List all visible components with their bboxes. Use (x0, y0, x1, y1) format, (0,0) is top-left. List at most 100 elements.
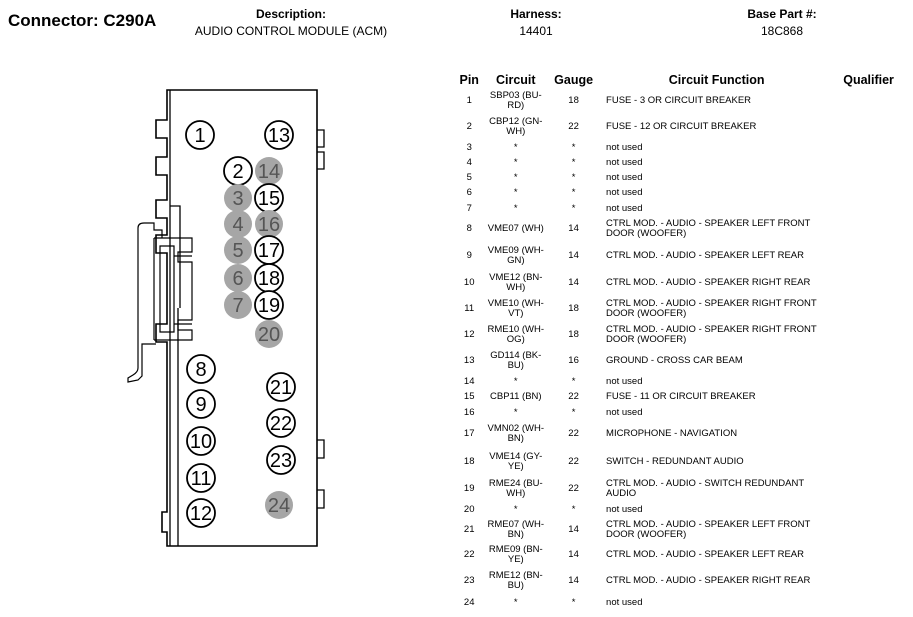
description-block: Description: AUDIO CONTROL MODULE (ACM) (175, 6, 407, 40)
pin-cell: 6 (466, 187, 472, 198)
connector-pin-label: 6 (232, 268, 243, 290)
circuit-cell: * (513, 202, 518, 214)
connector-pin-label: 18 (258, 268, 280, 290)
gauge-cell: 22 (568, 120, 579, 132)
circuit-cell: VME07 (WH) (487, 223, 544, 234)
table-row: 7**not used (452, 201, 913, 216)
connector-pin-13: 13 (264, 120, 294, 150)
connector-pin-circle (224, 236, 252, 264)
connector-pin-11: 11 (186, 463, 216, 493)
connector-pin-label: 14 (258, 161, 280, 183)
gauge-cell: * (571, 503, 576, 515)
connector-pin-circle (224, 264, 252, 292)
function-cell: FUSE - 3 OR CIRCUIT BREAKER (606, 94, 752, 106)
pin-cell: 12 (463, 329, 475, 340)
qualifier-cell (831, 448, 913, 475)
gauge-cell: 22 (568, 455, 579, 467)
gauge-cell: 14 (568, 249, 579, 261)
gauge-cell: 14 (568, 523, 579, 535)
pin-cell: 2 (466, 120, 472, 132)
gauge-cell: * (571, 171, 576, 183)
pin-cell: 17 (463, 428, 475, 439)
base-part-block: Base Part #: 18C868 (722, 6, 842, 40)
connector-pin-label: 2 (232, 161, 243, 183)
connector-pin-3: 3 (224, 184, 252, 212)
qualifier-cell (831, 348, 913, 374)
pin-cell: 4 (466, 156, 472, 168)
circuit-cell: * (513, 596, 518, 608)
circuit-cell: RME12 (BN-BU) (488, 570, 543, 591)
connector-pin-21: 21 (266, 372, 296, 402)
connector-pin-19: 19 (254, 290, 284, 320)
gauge-cell: 18 (568, 303, 579, 314)
pin-cell: 9 (466, 249, 472, 261)
function-cell: CTRL MOD. - AUDIO - SPEAKER RIGHT FRONT … (606, 298, 817, 319)
circuit-cell: * (513, 171, 518, 183)
function-cell: not used (606, 503, 643, 515)
qualifier-cell (831, 201, 913, 216)
connector-pin-label: 3 (232, 188, 243, 210)
qualifier-cell (831, 216, 913, 242)
circuit-cell: VME12 (BN-WH) (489, 271, 543, 293)
function-cell: not used (606, 156, 643, 168)
qualifier-cell (831, 113, 913, 140)
pin-cell: 24 (463, 596, 475, 608)
table-row: 21 RME07 (WH-BN) 14 CTRL MOD. - AUDIO - SPE… (452, 517, 913, 542)
function-cell: SWITCH - REDUNDANT AUDIO (606, 455, 744, 467)
connector-pin-label: 5 (232, 240, 243, 262)
connector-pin-circle (266, 445, 296, 475)
qualifier-cell (831, 155, 913, 170)
pin-cell: 19 (463, 482, 475, 494)
pin-cell: 13 (463, 355, 475, 366)
qualifier-cell (831, 170, 913, 185)
circuit-cell: RME10 (WH-OG) (487, 324, 545, 345)
qualifier-cell (831, 296, 913, 322)
connector-pin-14: 14 (255, 157, 283, 185)
col-header-circuit-function: Circuit Function (668, 72, 765, 87)
connector-pin-circle (255, 157, 283, 185)
pin-table: Pin Circuit Gauge Circuit Function Quali… (452, 71, 913, 611)
qualifier-cell (831, 242, 913, 269)
harness-label: Harness: (510, 7, 562, 21)
connector-pin-circle (266, 408, 296, 438)
base-part-value: 18C868 (760, 24, 804, 38)
connector-pin-circle (254, 290, 284, 320)
pin-cell: 18 (463, 455, 475, 467)
table-row: 20**not used (452, 502, 913, 517)
circuit-cell: GD114 (BK-BU) (490, 350, 542, 371)
qualifier-cell (831, 374, 913, 389)
gauge-cell: 14 (568, 549, 579, 560)
qualifier-cell (831, 568, 913, 594)
connector-title: Connector: C290A (8, 11, 157, 30)
connector-pin-circle (186, 426, 216, 456)
circuit-cell: VME10 (WH-VT) (487, 298, 544, 319)
pin-cell: 21 (463, 523, 475, 535)
gauge-cell: * (571, 406, 576, 418)
qualifier-cell (831, 322, 913, 348)
connector-pin-label: 11 (191, 468, 212, 490)
connector-pin-circle (255, 320, 283, 348)
circuit-cell: VMN02 (WH-BN) (487, 423, 545, 444)
connector-pin-8: 8 (186, 354, 216, 384)
circuit-cell: * (513, 375, 518, 387)
connector-pin-label: 12 (190, 503, 212, 525)
function-cell: FUSE - 12 OR CIRCUIT BREAKER (606, 120, 757, 132)
connector-pin-23: 23 (266, 445, 296, 475)
circuit-cell: RME07 (WH-BN) (487, 518, 545, 540)
function-cell: CTRL MOD. - AUDIO - SPEAKER LEFT FRONT D… (606, 518, 811, 540)
connector-pin-17: 17 (254, 235, 284, 265)
pin-cell: 20 (463, 503, 475, 515)
qualifier-cell (831, 542, 913, 568)
connector-pin-label: 24 (268, 495, 290, 517)
pin-table-header: Pin Circuit Gauge Circuit Function Quali… (452, 71, 913, 88)
connector-pin-4: 4 (224, 210, 252, 238)
table-row: 5**not used (452, 170, 913, 185)
function-cell: GROUND - CROSS CAR BEAM (606, 355, 743, 366)
